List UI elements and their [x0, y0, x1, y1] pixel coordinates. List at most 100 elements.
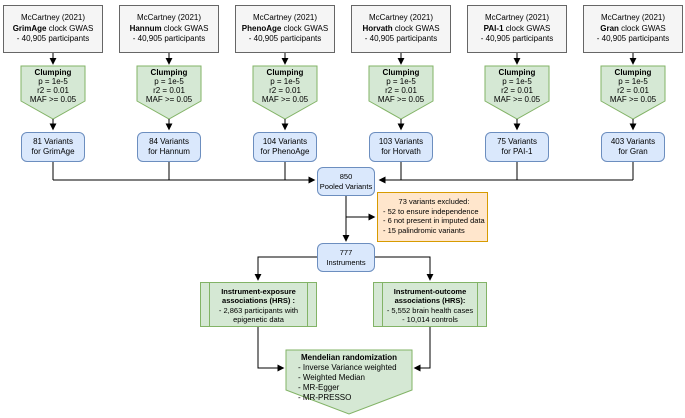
pooled-variants-box: 850 Pooled Variants [317, 167, 375, 196]
clumping-shape [20, 65, 86, 120]
clock-name: GrimAge [12, 23, 47, 33]
clumping-param: p = 1e-5 [154, 77, 184, 86]
pooled-label: Pooled Variants [319, 181, 373, 191]
variants-count: 84 Variants [149, 137, 189, 146]
outcome-title2: associations (HRS): [394, 296, 466, 306]
source-gwas-box: McCartney (2021) PAI-1 clock GWAS - 40,9… [467, 5, 567, 53]
instruments-box: 777 Instruments [317, 243, 375, 272]
clumping-title: Clumping [266, 68, 304, 77]
clock-name: Gran [600, 23, 619, 33]
clumping-label: Clumping p = 1e-5 r2 = 0.01 MAF >= 0.05 [21, 68, 85, 104]
mendelian-randomization-label: Mendelian randomization - Inverse Varian… [286, 353, 412, 403]
clumping-param: r2 = 0.01 [385, 86, 417, 95]
excluded-title: 73 variants excluded: [398, 197, 470, 206]
source-gwas-box: McCartney (2021) PhenoAge clock GWAS - 4… [235, 5, 335, 53]
variants-count: 403 Variants [610, 137, 656, 146]
participants-line: - 40,905 participants [16, 34, 90, 44]
mendelian-randomization-shape [285, 349, 413, 415]
clumping-label: Clumping p = 1e-5 r2 = 0.01 MAF >= 0.05 [137, 68, 201, 104]
clumping-label: Clumping p = 1e-5 r2 = 0.01 MAF >= 0.05 [369, 68, 433, 104]
gwas-name-line: GrimAge clock GWAS [4, 24, 102, 35]
participants-line: - 40,905 participants [248, 34, 322, 44]
gwas-name-line: Gran clock GWAS [584, 24, 682, 35]
instruments-label: Instruments [326, 257, 366, 267]
source-gwas-box: McCartney (2021) GrimAge clock GWAS - 40… [3, 5, 103, 53]
clumping-param: p = 1e-5 [386, 77, 416, 86]
mr-method: - Inverse Variance weighted [298, 363, 397, 372]
study-citation: McCartney (2021) [136, 13, 202, 23]
study-citation: McCartney (2021) [484, 13, 550, 23]
flow-arrow [254, 256, 317, 281]
variants-target: for PhenoAge [260, 147, 310, 156]
gwas-name-line: PAI-1 clock GWAS [468, 24, 566, 35]
variants-target: for Horvath [381, 147, 421, 156]
study-citation: McCartney (2021) [20, 13, 86, 23]
flow-arrow [375, 256, 434, 281]
outcome-detail: - 5,552 brain health cases [386, 305, 474, 315]
variants-count: 103 Variants [378, 137, 424, 146]
clock-name: PAI-1 [483, 23, 504, 33]
exposure-detail: - 2,863 participants with [218, 305, 299, 315]
variants-target: for Hannum [148, 147, 190, 156]
clumping-shape [484, 65, 550, 120]
gwas-name-line: PhenoAge clock GWAS [236, 24, 334, 35]
clumping-title: Clumping [498, 68, 536, 77]
participants-line: - 40,905 participants [364, 34, 438, 44]
clumping-shape [136, 65, 202, 120]
excluded-item: - 6 not present in imputed data [383, 216, 485, 225]
clock-suffix: clock GWAS [46, 23, 94, 33]
clumping-param: r2 = 0.01 [501, 86, 533, 95]
clumping-title: Clumping [382, 68, 420, 77]
clumping-param: r2 = 0.01 [37, 86, 69, 95]
variants-box: 403 Variants for Gran [601, 132, 665, 162]
source-gwas-box: McCartney (2021) Horvath clock GWAS - 40… [351, 5, 451, 53]
excluded-item: - 52 to ensure independence [383, 206, 479, 216]
instrument-exposure-box: Instrument-exposure associations (HRS) :… [200, 282, 317, 327]
variants-target: for GrimAge [31, 147, 75, 156]
clumping-param: r2 = 0.01 [269, 86, 301, 95]
pooled-count: 850 [339, 171, 353, 181]
variants-box: 84 Variants for Hannum [137, 132, 201, 162]
mr-method: - MR-Egger [298, 383, 340, 392]
exposure-title: Instrument-exposure [221, 287, 296, 296]
clock-suffix: clock GWAS [618, 23, 666, 33]
variants-box: 81 Variants for GrimAge [21, 132, 85, 162]
gwas-name-line: Hannum clock GWAS [120, 24, 218, 35]
clumping-param: p = 1e-5 [270, 77, 300, 86]
variants-target: for Gran [618, 147, 648, 156]
clumping-shape [600, 65, 666, 120]
clumping-shape [252, 65, 318, 120]
clumping-param: r2 = 0.01 [153, 86, 185, 95]
mr-method: - Weighted Median [298, 373, 365, 382]
clumping-param: MAF >= 0.05 [145, 95, 193, 104]
gwas-name-line: Horvath clock GWAS [352, 24, 450, 35]
clumping-label: Clumping p = 1e-5 r2 = 0.01 MAF >= 0.05 [253, 68, 317, 104]
clumping-title: Clumping [614, 68, 652, 77]
clock-suffix: clock GWAS [281, 23, 329, 33]
clumping-param: p = 1e-5 [38, 77, 68, 86]
exposure-title2: associations (HRS) : [222, 296, 295, 306]
clumping-param: p = 1e-5 [502, 77, 532, 86]
instrument-outcome-box: Instrument-outcome associations (HRS): -… [373, 282, 487, 327]
clumping-title: Clumping [150, 68, 188, 77]
mr-title: Mendelian randomization [300, 353, 397, 362]
excluded-item: - 15 palindromic variants [383, 225, 465, 235]
excluded-variants-box: 73 variants excluded: - 52 to ensure ind… [377, 192, 488, 242]
source-gwas-box: McCartney (2021) Hannum clock GWAS - 40,… [119, 5, 219, 53]
outcome-detail: - 10,014 controls [402, 314, 458, 324]
clumping-param: MAF >= 0.05 [29, 95, 77, 104]
mr-method: - MR-PRESSO [298, 393, 352, 402]
study-citation: McCartney (2021) [252, 13, 318, 23]
clumping-param: MAF >= 0.05 [377, 95, 425, 104]
clumping-param: MAF >= 0.05 [261, 95, 309, 104]
variants-box: 103 Variants for Horvath [369, 132, 433, 162]
exposure-detail: epigenetic data [233, 314, 284, 324]
clock-name: PhenoAge [241, 23, 282, 33]
clumping-label: Clumping p = 1e-5 r2 = 0.01 MAF >= 0.05 [485, 68, 549, 104]
study-citation: McCartney (2021) [368, 13, 434, 23]
clock-suffix: clock GWAS [161, 23, 209, 33]
clumping-label: Clumping p = 1e-5 r2 = 0.01 MAF >= 0.05 [601, 68, 665, 104]
variants-count: 81 Variants [33, 137, 73, 146]
source-gwas-box: McCartney (2021) Gran clock GWAS - 40,90… [583, 5, 683, 53]
